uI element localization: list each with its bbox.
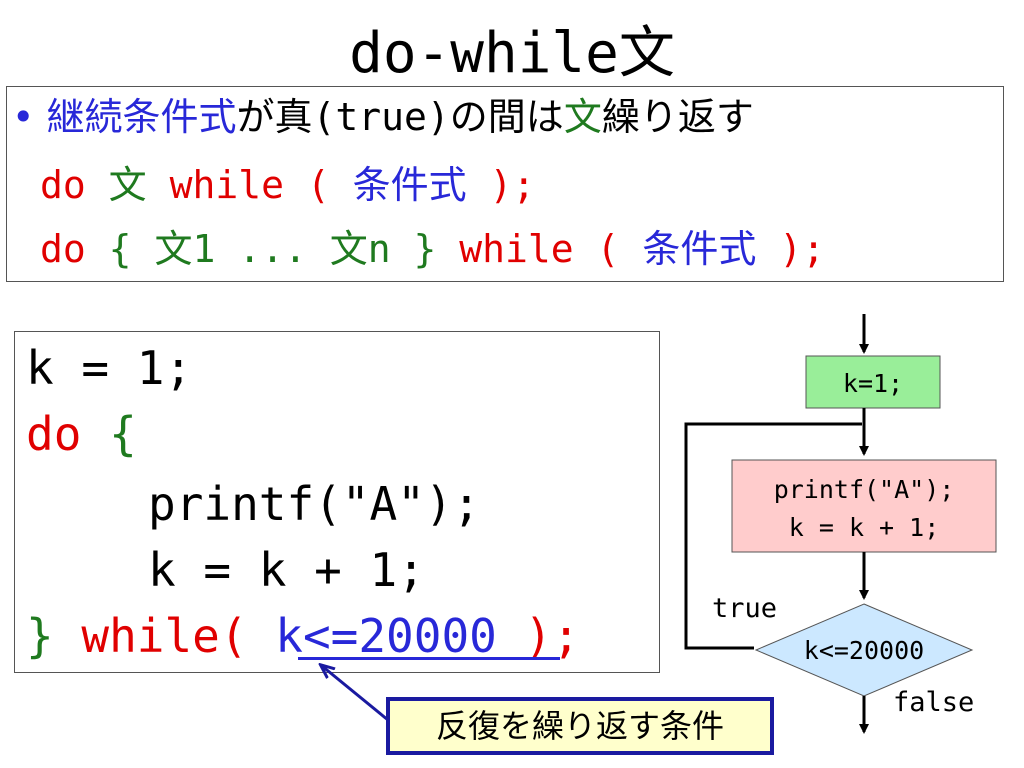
syntax1-condition: 条件式 <box>352 163 467 207</box>
syntax1-do-keyword: do <box>40 163 86 207</box>
flow-body-line1: printf("A"); <box>774 475 955 504</box>
code-line-do: do { <box>26 404 137 464</box>
flow-true-label: true <box>712 593 777 624</box>
code-open-brace: { <box>109 407 137 461</box>
flow-loop-back-line <box>684 422 862 650</box>
code-while-keyword: while( <box>81 609 248 663</box>
syntax1-close: ); <box>489 163 536 207</box>
syntax2-close-brace: } <box>413 227 437 271</box>
code-line-printf: printf("A"); <box>148 477 481 531</box>
desc-statement: 文 <box>563 95 602 139</box>
syntax1-while-keyword: while ( <box>169 163 330 207</box>
syntax-panel <box>6 86 1004 282</box>
syntax2-do-keyword: do <box>40 227 86 271</box>
syntax2-while-keyword: while ( <box>459 227 620 271</box>
code-condition: k<=20000 <box>275 609 497 663</box>
syntax2-close: ); <box>779 227 825 271</box>
flow-init-box <box>805 355 941 409</box>
syntax-form-single: do 文 while ( 条件式 ); <box>40 160 535 210</box>
flow-decision-text: k<=20000 <box>804 636 924 665</box>
flow-body-box <box>731 459 997 553</box>
condition-underline <box>298 657 560 660</box>
syntax-form-block: do { 文1 ... 文n } while ( 条件式 ); <box>40 224 825 274</box>
flow-init-text: k=1; <box>843 369 903 398</box>
desc-tail: 繰り返す <box>601 95 754 139</box>
code-example-panel <box>14 331 660 673</box>
code-close-brace: } <box>26 609 54 663</box>
desc-condition: 継続条件式 <box>46 95 237 139</box>
code-do-keyword: do <box>26 407 82 461</box>
bullet-marker: • <box>12 95 35 139</box>
desc-middle: が真(true)の間は <box>236 95 564 139</box>
syntax1-statement: 文 <box>108 163 147 207</box>
syntax2-statements: 文1 ... 文n <box>154 227 391 271</box>
code-line-increment: k = k + 1; <box>148 543 425 597</box>
flow-body-line2: k = k + 1; <box>789 513 940 542</box>
syntax-description: • 継続条件式が真(true)の間は文繰り返す <box>12 92 754 142</box>
syntax2-condition: 条件式 <box>642 227 757 271</box>
condition-callout: 反復を繰り返す条件 <box>386 697 774 755</box>
page-title: do-while文 <box>349 21 675 86</box>
flow-false-label: false <box>893 687 974 718</box>
callout-arrow <box>322 666 389 722</box>
code-line-init: k = 1; <box>26 341 193 395</box>
code-line-while: } while( k<=20000 ); <box>26 606 580 666</box>
code-end: ); <box>524 609 580 663</box>
syntax2-open-brace: { <box>108 227 132 271</box>
